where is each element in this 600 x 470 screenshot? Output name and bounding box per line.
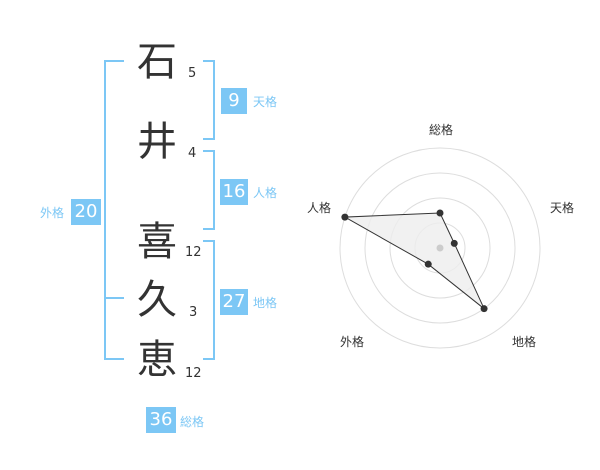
gai-label: 外格 xyxy=(40,206,65,220)
radar-axis-label-2: 地格 xyxy=(512,334,536,349)
outer-bracket-top xyxy=(104,60,124,62)
gai-badge: 20 xyxy=(71,199,101,225)
jin-badge: 16 xyxy=(220,179,248,205)
jin-bracket-line xyxy=(213,150,215,230)
stroke-count-3: 12 xyxy=(185,245,202,260)
name-char-4: 久 xyxy=(137,277,177,323)
ten-badge: 9 xyxy=(221,88,247,114)
name-char-1: 石 xyxy=(137,39,177,85)
radar-point-3 xyxy=(424,260,432,268)
radar-ring-2 xyxy=(389,197,491,299)
chi-badge: 27 xyxy=(220,289,248,315)
ten-bracket-bottom xyxy=(203,138,215,140)
radar-point-4 xyxy=(341,213,349,221)
name-char-5: 恵 xyxy=(137,337,177,383)
name-char-2: 井 xyxy=(137,119,177,165)
sou-label: 総格 xyxy=(180,415,205,429)
radar-ring-3 xyxy=(364,172,516,324)
radar-axis-label-3: 外格 xyxy=(340,334,364,349)
ten-bracket-top xyxy=(203,60,215,62)
radar-axis-label-0: 総格 xyxy=(429,122,453,137)
chi-label: 地格 xyxy=(253,296,278,310)
radar-shape xyxy=(343,212,485,310)
ten-label: 天格 xyxy=(253,95,278,109)
chi-bracket-line xyxy=(213,240,215,360)
ten-bracket-line xyxy=(213,60,215,140)
stroke-count-5: 12 xyxy=(185,366,202,381)
outer-bracket-bottom xyxy=(104,358,124,360)
radar-rings xyxy=(339,147,541,349)
radar-axis-label-1: 天格 xyxy=(550,200,574,215)
radar-axis-label-4: 人格 xyxy=(307,200,331,215)
jin-bracket-bottom xyxy=(203,228,215,230)
jin-bracket-top xyxy=(203,150,215,152)
radar-point-0 xyxy=(436,209,444,217)
radar-point-2 xyxy=(480,305,488,313)
name-char-3: 喜 xyxy=(137,219,177,265)
stroke-count-4: 3 xyxy=(189,305,198,320)
outer-bracket-line xyxy=(104,60,106,360)
chi-bracket-top xyxy=(203,240,215,242)
outer-bracket-mid xyxy=(104,297,124,299)
radar-ring-4 xyxy=(339,147,541,349)
jin-label: 人格 xyxy=(253,186,278,200)
radar-point-1 xyxy=(450,239,458,247)
sou-badge: 36 xyxy=(146,407,176,433)
stroke-count-1: 5 xyxy=(188,66,197,81)
stroke-count-2: 4 xyxy=(188,146,197,161)
radar-points xyxy=(341,209,488,313)
chi-bracket-bottom xyxy=(203,358,215,360)
radar-center xyxy=(436,244,444,252)
